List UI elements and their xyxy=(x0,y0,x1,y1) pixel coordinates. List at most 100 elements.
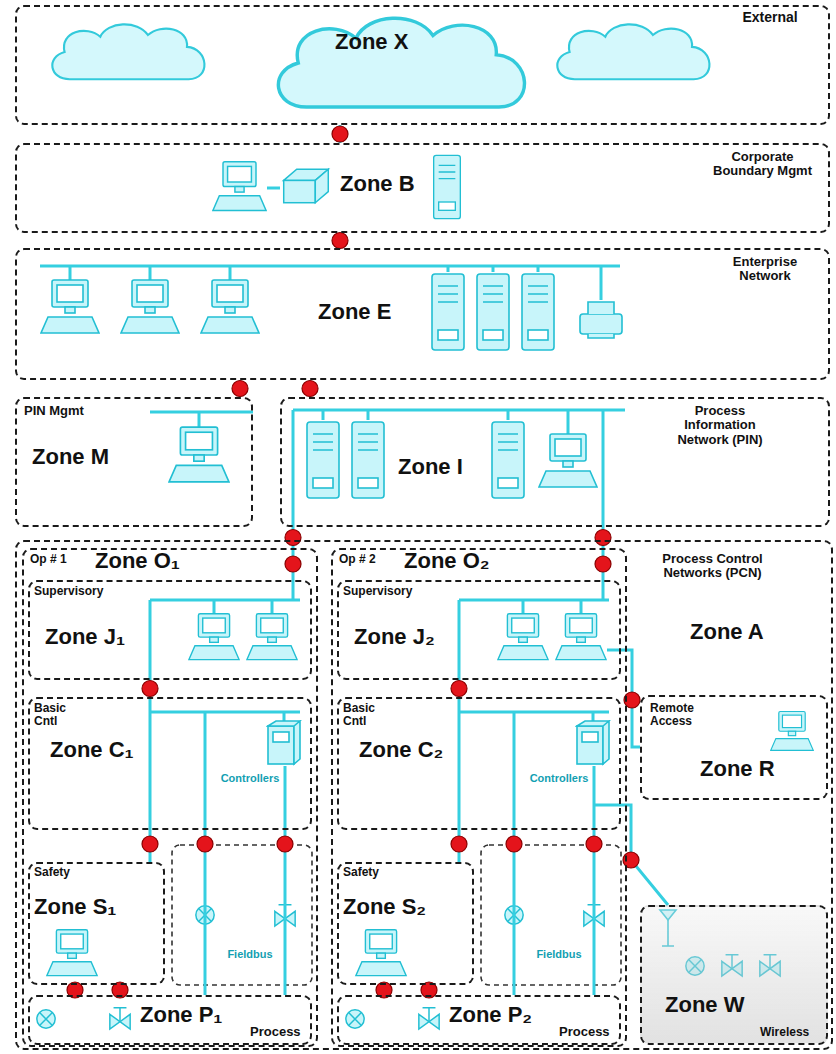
network-bus xyxy=(607,649,621,652)
conduit-dot xyxy=(586,836,602,852)
zone-box: Zone WWireless xyxy=(640,905,828,1045)
annotation-label: Controllers xyxy=(215,772,285,784)
zone-box: Zone X External xyxy=(15,5,830,125)
equipment-icon xyxy=(37,1010,55,1028)
equipment-icon xyxy=(539,434,597,487)
zone-text: Zone S₂ xyxy=(343,895,426,919)
zone-heading: Op # 1 xyxy=(30,553,67,566)
zone-text: Zone R xyxy=(700,757,775,781)
zone-box: Basic CntlZone C₁ xyxy=(28,697,312,830)
conduit-dot xyxy=(451,836,467,852)
equipment-icon xyxy=(37,155,813,1029)
network-bus xyxy=(150,697,300,830)
zone-box: Zone P₂Process xyxy=(337,995,621,1045)
zone-text: Corporate Boundary Mgmt xyxy=(705,150,820,179)
zone-box: SupervisoryZone J₁ xyxy=(28,580,312,680)
zone-heading: Process Control Networks (PCN) xyxy=(650,552,775,581)
zone-text: Process xyxy=(559,1025,610,1039)
equipment-icon xyxy=(356,930,406,976)
zone-box: Zone IProcess Information Network (PIN) xyxy=(280,397,830,527)
zone-box: PIN MgmtZone M xyxy=(15,397,253,527)
zone-box: Remote AccessZone R xyxy=(640,695,828,800)
zone-text: Zone C₂ xyxy=(359,738,443,762)
conduit-dot xyxy=(332,126,348,142)
zone-text: Process xyxy=(250,1025,301,1039)
zone-text: Zone M xyxy=(32,445,109,469)
conduit-dot xyxy=(595,556,611,572)
cloud-shape xyxy=(557,24,709,79)
equipment-icon xyxy=(492,422,524,498)
zone-text: Enterprise Network xyxy=(710,255,820,284)
zone-text: Zone O₂ xyxy=(404,549,490,573)
equipment-icon xyxy=(213,162,266,211)
conduit-dot xyxy=(277,836,293,852)
zone-box: Op # 2 Zone O₂ SupervisoryZone J₂ Basic Cnt… xyxy=(331,548,627,1047)
equipment-icon xyxy=(580,302,622,338)
zone-text: Zone C₁ xyxy=(50,738,134,762)
equipment-icon xyxy=(577,721,609,764)
zone-text: External xyxy=(720,10,820,25)
cloud-shape xyxy=(278,18,524,107)
conduit-dot xyxy=(142,836,158,852)
zone-heading: Op # 2 xyxy=(339,553,376,566)
zone-heading: Zone W xyxy=(665,993,744,1017)
conduit-dot xyxy=(285,556,301,572)
zone-heading: Zone P₁ xyxy=(140,1003,222,1027)
zone-box: Basic CntlZone C₂ xyxy=(337,697,621,830)
zone-heading: Supervisory xyxy=(343,585,412,598)
cloud-shape xyxy=(52,24,204,79)
zone-box: Zone EEnterprise Network xyxy=(15,248,830,380)
zone-text: Zone S₁ xyxy=(34,895,116,919)
zone-box: SafetyZone S₁ xyxy=(28,862,165,985)
zone-box: Process Control Networks (PCN) Zone A Op #… xyxy=(15,540,833,1050)
equipment-icon xyxy=(284,169,329,202)
zone-heading: Supervisory xyxy=(34,585,103,598)
zone-heading: Zone B xyxy=(340,172,415,196)
conduit-dot xyxy=(302,381,318,397)
zone-box: SafetyZone S₂ xyxy=(337,862,474,985)
zone-heading: Remote Access xyxy=(650,702,720,728)
zone-text: Zone J₁ xyxy=(45,625,125,649)
equipment-icon xyxy=(477,274,509,350)
zone-text: Zone J₂ xyxy=(354,625,435,649)
annotation-label: Controllers xyxy=(524,772,594,784)
network-bus xyxy=(150,412,253,427)
fieldbus-outline xyxy=(481,845,621,985)
equipment-icon xyxy=(352,422,384,498)
conduit-dot xyxy=(142,681,158,697)
conduit-dot xyxy=(332,233,348,249)
network-bus xyxy=(267,187,280,190)
network-bus xyxy=(150,580,300,680)
zone-box: SupervisoryZone J₂ xyxy=(337,580,621,680)
equipment-icon xyxy=(121,280,179,333)
equipment-icon xyxy=(556,614,606,660)
network-bus xyxy=(459,580,609,680)
equipment-icon xyxy=(498,614,548,660)
conduit-dot xyxy=(451,681,467,697)
conduit-dot xyxy=(197,836,213,852)
zone-heading: Safety xyxy=(343,866,379,879)
equipment-icon xyxy=(47,930,97,976)
equipment-icon xyxy=(434,155,461,218)
zone-heading: Basic Cntl xyxy=(343,702,388,728)
conduit-line xyxy=(621,805,668,905)
equipment-icon xyxy=(307,422,339,498)
zone-box: Zone P₁ Process xyxy=(28,995,312,1045)
conduit-dot xyxy=(232,381,248,397)
conduit-line xyxy=(621,650,640,747)
zone-heading: Basic Cntl xyxy=(34,702,79,728)
zone-box: Op # 1Zone O₁SupervisoryZone J₁Basic Cnt… xyxy=(22,548,318,1047)
network-bus xyxy=(459,697,621,830)
conduit-dot xyxy=(595,530,611,546)
conduit-line xyxy=(284,830,287,995)
equipment-icon xyxy=(268,721,300,764)
zone-text: Process Information Network (PIN) xyxy=(665,404,775,447)
zone-box: Zone B Corporate Boundary Mgmt xyxy=(15,143,830,233)
equipment-icon xyxy=(432,274,464,350)
conduit-dot xyxy=(285,530,301,546)
conduit-line xyxy=(593,830,596,995)
zone-heading: Zone X xyxy=(335,30,408,54)
equipment-icon xyxy=(771,711,814,750)
zone-text: Zone A xyxy=(690,620,764,644)
equipment-icon xyxy=(346,1010,364,1028)
